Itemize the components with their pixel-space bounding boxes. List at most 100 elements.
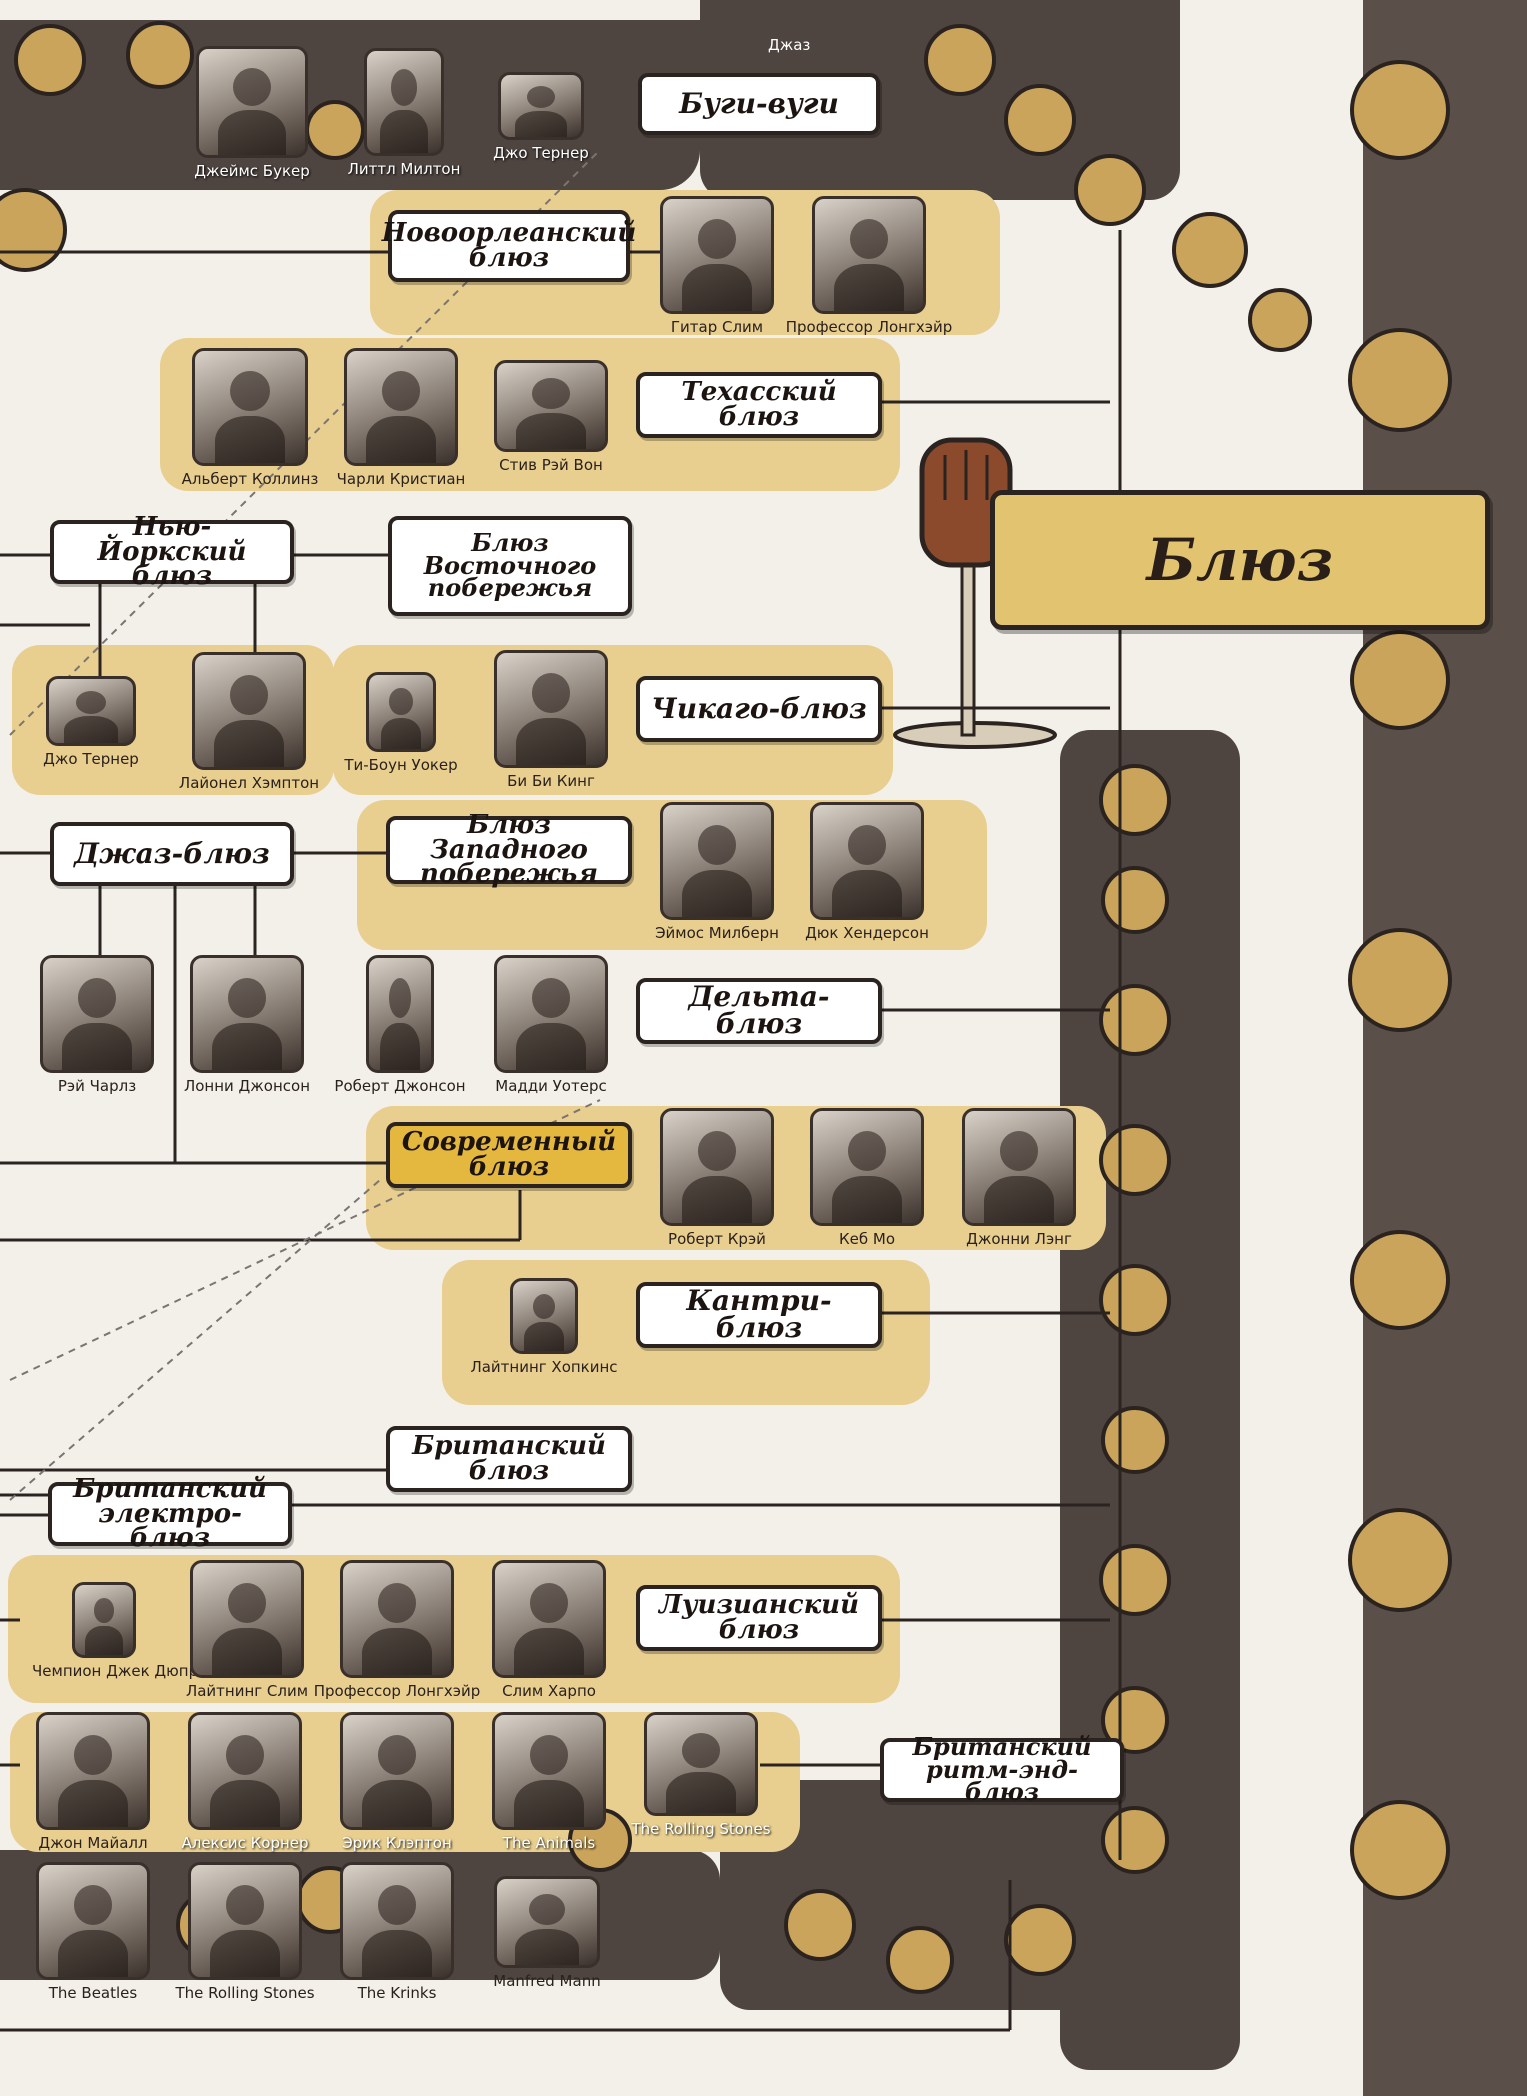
portrait-photo-icon (366, 672, 436, 752)
person-card[interactable]: Алексис Корнер (181, 1712, 309, 1852)
person-name: Джон Майалл (38, 1834, 148, 1852)
portrait-photo-icon (660, 196, 774, 314)
portrait-photo-icon (340, 1560, 454, 1678)
person-card[interactable]: Лайтнинг Слим (186, 1560, 308, 1700)
person-card[interactable]: Рэй Чарлз (40, 955, 154, 1095)
person-card[interactable]: The Beatles (36, 1862, 150, 2002)
person-card[interactable]: Чемпион Джек Дюпри (32, 1582, 208, 1680)
person-name: The Beatles (48, 1984, 138, 2002)
portrait-photo-icon (660, 1108, 774, 1226)
person-name: Джонни Лэнг (966, 1230, 1072, 1248)
genre-box-delta[interactable]: Дельта-блюз (636, 978, 882, 1044)
person-card[interactable]: Лайонел Хэмптон (179, 652, 319, 792)
person-card[interactable]: Кеб Мо (810, 1108, 924, 1248)
portrait-photo-icon (660, 802, 774, 920)
portrait-photo-icon (494, 955, 608, 1073)
person-card[interactable]: Роберт Крэй (660, 1108, 774, 1248)
person-card[interactable]: The Rolling Stones (175, 1862, 315, 2002)
person-card[interactable]: Эрик Клэптон (340, 1712, 454, 1852)
person-name: Джеймс Букер (194, 162, 310, 180)
portrait-photo-icon (46, 676, 136, 746)
portrait-photo-icon (494, 1876, 600, 1968)
person-card[interactable]: Эймос Милберн (655, 802, 779, 942)
genre-box-west-coast[interactable]: Блюз Западного побережья (386, 812, 632, 887)
person-card[interactable]: Слим Харпо (492, 1560, 606, 1700)
person-name: Профессор Лонгхэйр (785, 318, 953, 336)
person-card[interactable]: Manfred Mann (493, 1876, 601, 1990)
portrait-photo-icon (492, 1712, 606, 1830)
person-name: The Krinks (357, 1984, 437, 2002)
person-card[interactable]: Мадди Уотерс (494, 955, 608, 1095)
person-card[interactable]: Ти-Боун Уокер (344, 672, 458, 774)
portrait-photo-icon (492, 1560, 606, 1678)
person-card[interactable]: The Animals (492, 1712, 606, 1852)
person-name: Литтл Милтон (347, 160, 461, 178)
portrait-photo-icon (36, 1862, 150, 1980)
person-name: Джо Тернер (493, 144, 589, 162)
person-card[interactable]: Альберт Коллинз (182, 348, 318, 488)
person-name: Роберт Джонсон (334, 1077, 466, 1095)
genre-box-jazz-blues[interactable]: Джаз-блюз (50, 822, 294, 886)
portrait-photo-icon (364, 48, 444, 156)
portrait-photo-icon (812, 196, 926, 314)
person-card[interactable]: Профессор Лонгхэйр (786, 196, 952, 336)
portrait-photo-icon (190, 1560, 304, 1678)
person-name: Слим Харпо (502, 1682, 596, 1700)
portrait-photo-icon (190, 955, 304, 1073)
genre-box-boogie[interactable]: Буги-вуги (638, 73, 880, 135)
portrait-photo-icon (810, 802, 924, 920)
person-card[interactable]: Лайтнинг Хопкинс (470, 1278, 618, 1376)
genre-box-modern[interactable]: Современный блюз (386, 1122, 632, 1188)
genre-box-new-orleans[interactable]: Новоорлеанский блюз (382, 210, 636, 282)
person-name: Рэй Чарлз (57, 1077, 137, 1095)
person-name: Ти-Боун Уокер (344, 756, 458, 774)
person-card[interactable]: Лонни Джонсон (184, 955, 310, 1095)
genre-box-british[interactable]: Британский блюз (386, 1426, 632, 1492)
person-name: Роберт Крэй (668, 1230, 766, 1248)
person-name: Би Би Кинг (507, 772, 595, 790)
person-card[interactable]: The Krinks (340, 1862, 454, 2002)
top-jazz-label: Джаз (768, 36, 811, 54)
central-genre-blues[interactable]: Блюз (990, 490, 1490, 630)
portrait-photo-icon (188, 1712, 302, 1830)
person-card[interactable]: Джонни Лэнг (962, 1108, 1076, 1248)
genre-box-texas[interactable]: Техасский блюз (636, 372, 882, 438)
portrait-photo-icon (344, 348, 458, 466)
person-name: Чемпион Джек Дюпри (32, 1662, 208, 1680)
person-name: Гитар Слим (670, 318, 764, 336)
person-card[interactable]: Джо Тернер (493, 72, 589, 162)
genre-box-east-coast[interactable]: Блюз Восточного побережья (388, 516, 632, 616)
person-card[interactable]: Би Би Кинг (494, 650, 608, 790)
person-card[interactable]: Дюк Хендерсон (805, 802, 929, 942)
portrait-photo-icon (498, 72, 584, 140)
person-card[interactable]: Роберт Джонсон (334, 955, 466, 1095)
genre-box-chicago[interactable]: Чикаго-блюз (636, 676, 882, 742)
portrait-photo-icon (340, 1712, 454, 1830)
person-card[interactable]: Джеймс Букер (194, 46, 310, 180)
person-card[interactable]: Джон Майалл (36, 1712, 150, 1852)
person-name: Manfred Mann (493, 1972, 601, 1990)
person-name: Лайтнинг Хопкинс (470, 1358, 618, 1376)
genre-box-british-rnb[interactable]: Британский ритм-энд-блюз (880, 1734, 1124, 1804)
person-card[interactable]: Гитар Слим (660, 196, 774, 336)
portrait-photo-icon (494, 360, 608, 452)
person-card[interactable]: Чарли Кристиан (337, 348, 465, 488)
person-name: The Animals (502, 1834, 596, 1852)
portrait-photo-icon (644, 1712, 758, 1816)
person-card[interactable]: Стив Рэй Вон (494, 360, 608, 474)
person-card[interactable]: The Rolling Stones (631, 1712, 771, 1838)
person-name: Кеб Мо (838, 1230, 895, 1248)
portrait-photo-icon (962, 1108, 1076, 1226)
portrait-photo-icon (192, 348, 308, 466)
genre-box-louisiana[interactable]: Луизианский блюз (636, 1585, 882, 1651)
person-name: Лайонел Хэмптон (178, 774, 320, 792)
person-card[interactable]: Литтл Милтон (348, 48, 460, 178)
genre-box-country[interactable]: Кантри-блюз (636, 1282, 882, 1348)
portrait-photo-icon (36, 1712, 150, 1830)
person-card[interactable]: Джо Тернер (43, 676, 139, 768)
person-name: Профессор Лонгхэйр (313, 1682, 481, 1700)
person-name: Лайтнинг Слим (185, 1682, 309, 1700)
person-card[interactable]: Профессор Лонгхэйр (314, 1560, 480, 1700)
person-name: Мадди Уотерс (495, 1077, 607, 1095)
